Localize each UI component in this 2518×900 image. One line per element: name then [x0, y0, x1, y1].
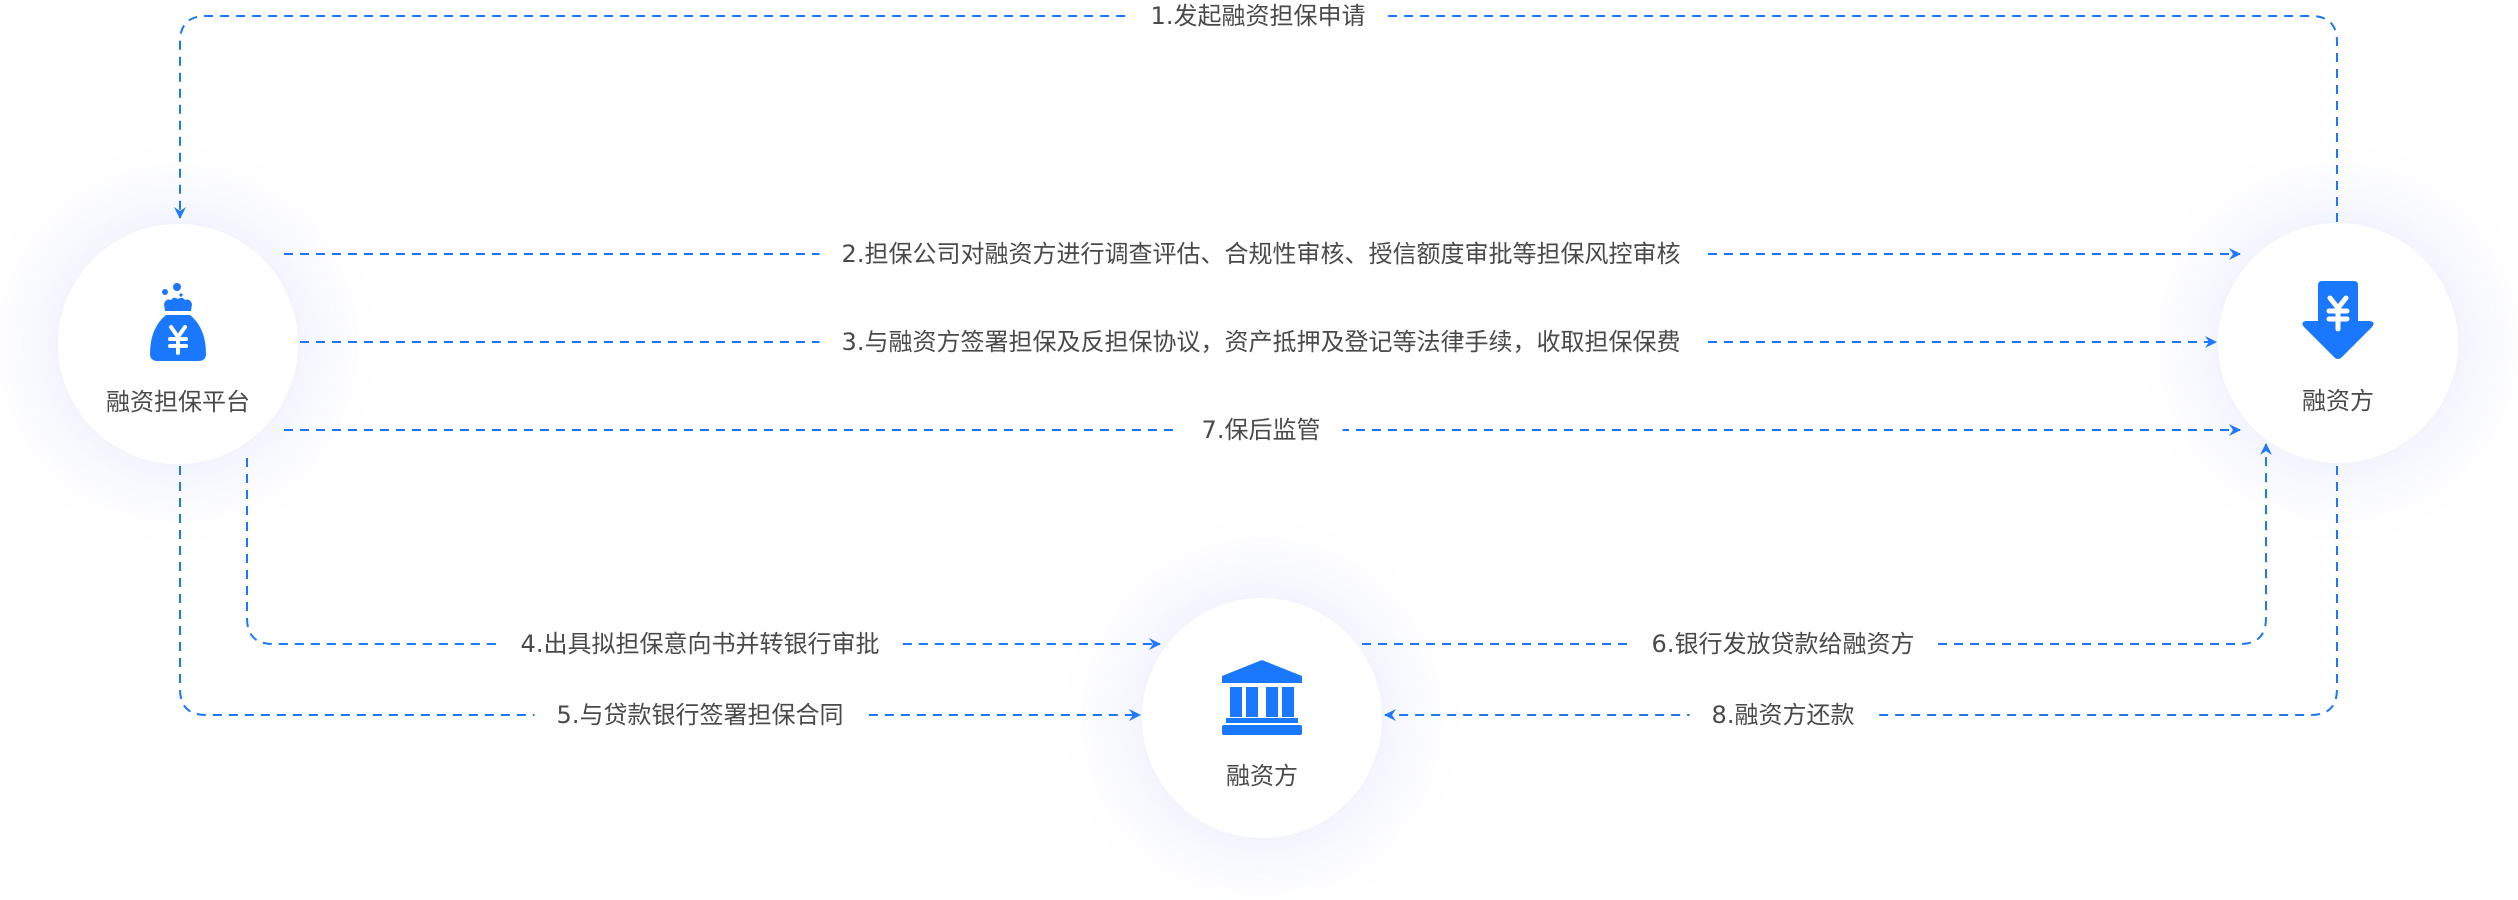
step-5-label: 5.与贷款银行签署担保合同 [534, 698, 866, 732]
step-3-label: 3.与融资方签署担保及反担保协议，资产抵押及登记等法律手续，收取担保保费 [819, 325, 1703, 359]
node-financier: 融资方 [2218, 223, 2458, 463]
step-6-label: 6.银行发放贷款给融资方 [1629, 627, 1937, 661]
node-label: 融资担保平台 [106, 387, 250, 416]
step-4-label: 4.出具拟担保意向书并转银行审批 [498, 627, 902, 661]
yen-down-arrow-icon [2302, 280, 2374, 359]
money-bag-yen-icon [150, 282, 206, 361]
step-1-label: 1.发起融资担保申请 [1128, 0, 1388, 33]
connector-step-4 [246, 458, 1161, 650]
connector-step-1 [174, 15, 2338, 222]
step-8-label: 8.融资方还款 [1689, 698, 1877, 732]
node-label: 融资方 [1226, 761, 1298, 790]
node-bank: 融资方 [1142, 598, 1382, 838]
connector-step-6 [1362, 443, 2272, 645]
node-label: 融资方 [2302, 386, 2374, 415]
step-7-label: 7.保后监管 [1179, 413, 1343, 447]
connector-step-8 [1384, 466, 2338, 721]
bank-icon [1222, 659, 1302, 735]
node-guarantee-platform: 融资担保平台 [58, 224, 298, 464]
connector-step-5 [179, 466, 1141, 721]
step-2-label: 2.担保公司对融资方进行调查评估、合规性审核、授信额度审批等担保风控审核 [819, 237, 1703, 271]
